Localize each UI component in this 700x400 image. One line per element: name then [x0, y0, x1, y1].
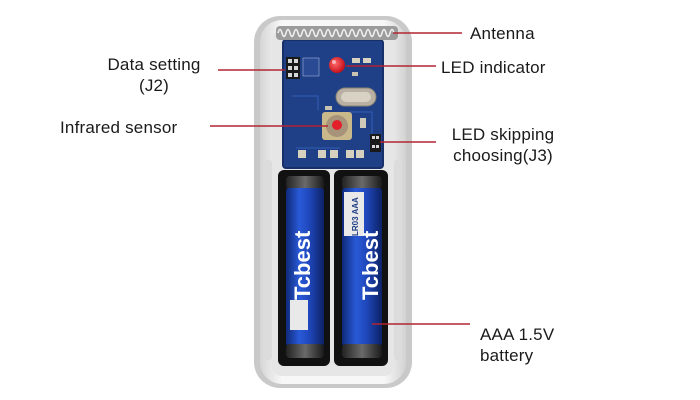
battery-brand-right: Tcbest — [358, 230, 383, 300]
j3-jumper — [370, 134, 381, 152]
data-setting-line-2: (J2) — [90, 75, 218, 96]
battery-model-right: LR03 AAA — [351, 197, 360, 236]
data-setting-line-1: Data setting — [90, 54, 218, 75]
led-skipping-label: LED skipping choosing(J3) — [440, 124, 566, 166]
battery-left: Tcbest — [278, 170, 330, 366]
infrared-sensor-label: Infrared sensor — [60, 117, 177, 138]
circuit-board — [283, 40, 383, 168]
led-skipping-line-2: choosing(J3) — [440, 145, 566, 166]
antenna-label: Antenna — [470, 23, 535, 44]
led-indicator — [329, 57, 345, 73]
led-skipping-line-1: LED skipping — [440, 124, 566, 145]
battery-right: LR03 AAA Tcbest — [334, 170, 388, 366]
led-indicator-label: LED indicator — [441, 57, 546, 78]
antenna-coil — [276, 26, 398, 40]
data-setting-label: Data setting (J2) — [90, 54, 218, 96]
battery-label: AAA 1.5V battery — [480, 324, 554, 366]
battery-line-1: AAA 1.5V — [480, 324, 554, 345]
battery-brand-left: Tcbest — [290, 230, 315, 300]
battery-line-2: battery — [480, 345, 554, 366]
